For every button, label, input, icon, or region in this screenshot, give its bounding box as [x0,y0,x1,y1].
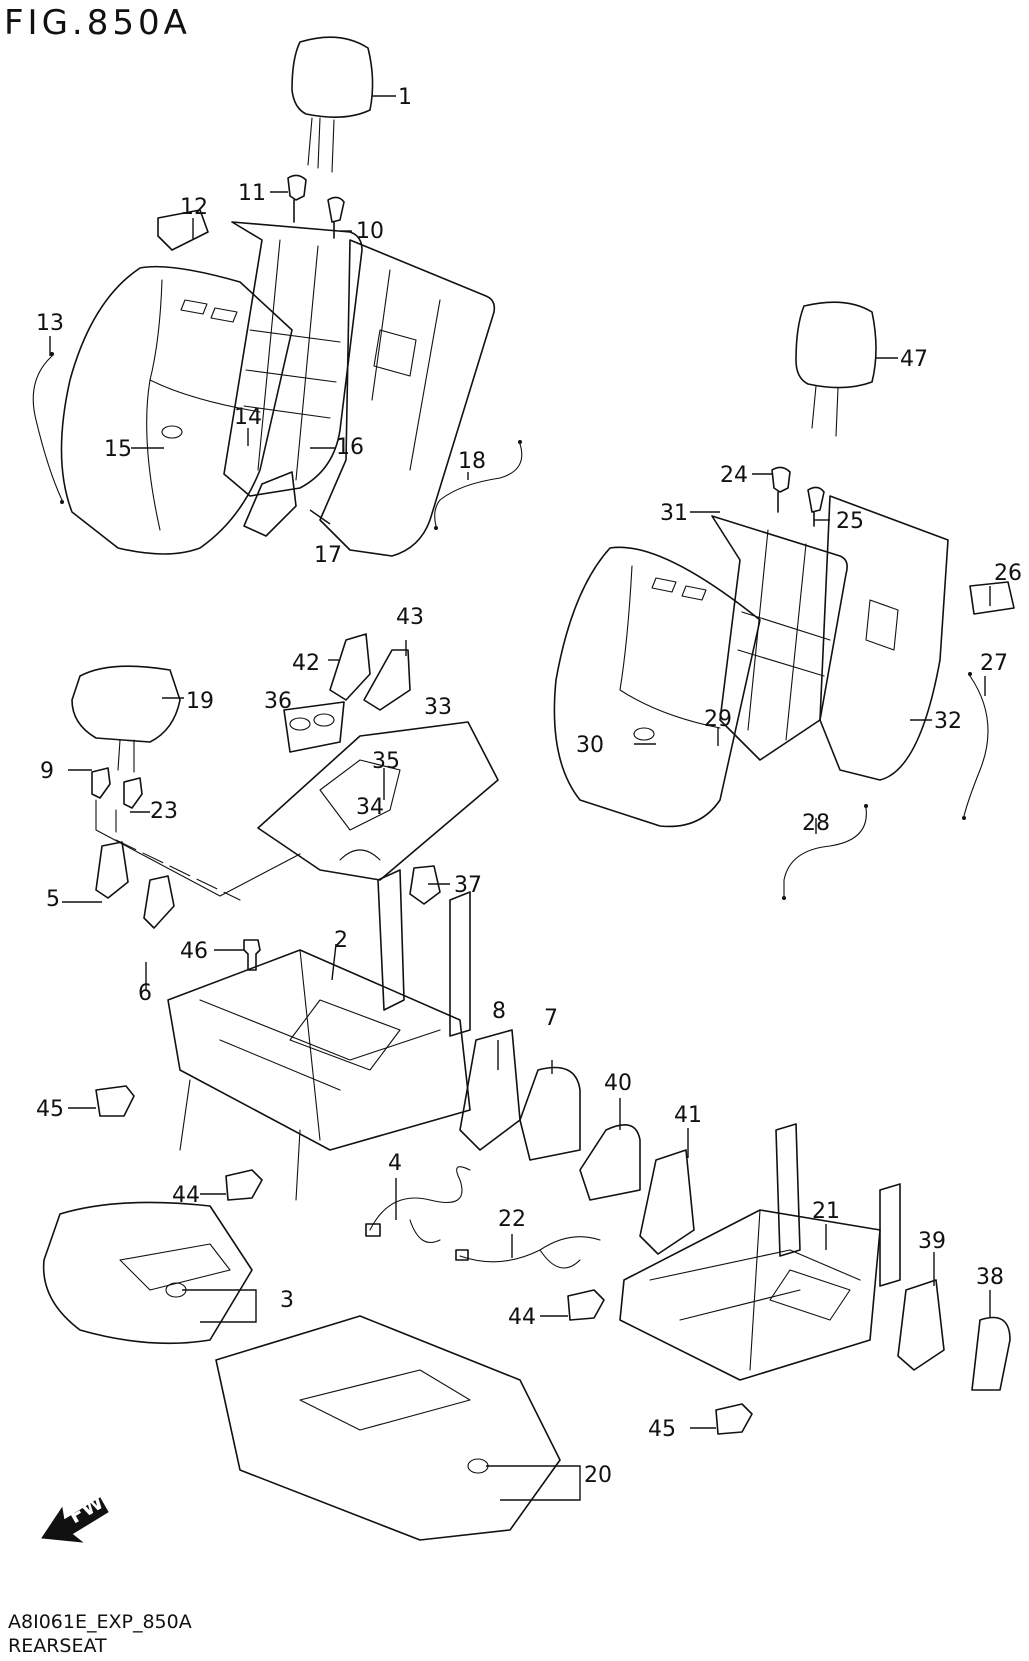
callout-24: 24 [720,463,748,488]
cupholder-36-drawing [283,701,345,753]
bolt-46-drawing [243,939,261,971]
caps-44-45-left [95,1085,263,1201]
harness-4-22-drawing [365,1166,601,1269]
callout-34: 34 [356,795,384,820]
callout-4: 4 [388,1151,402,1176]
callout-8: 8 [492,999,506,1024]
caps-44-45-right [567,1289,753,1435]
callout-26: 26 [994,561,1022,586]
callout-6: 6 [138,981,152,1006]
callout-11: 11 [238,181,266,206]
callout-35: 35 [372,749,400,774]
callout-41: 41 [674,1103,702,1128]
callout-43: 43 [396,605,424,630]
seatback-right-cover [553,546,761,828]
leader-lines [49,95,991,1501]
callout-38: 38 [976,1265,1004,1290]
clip-37-drawing [409,865,441,905]
callout-45-right: 45 [648,1417,676,1442]
callout-14: 14 [234,405,262,430]
callout-28: 28 [802,811,830,836]
callout-19: 19 [186,689,214,714]
callout-18: 18 [458,449,486,474]
wire-18-drawing [434,440,523,530]
headrest-1-drawing [291,36,374,173]
callout-32: 32 [934,709,962,734]
callout-44-right: 44 [508,1305,536,1330]
callout-36: 36 [264,689,292,714]
callout-labels: 1 2 3 4 5 6 7 8 9 10 11 12 13 14 15 16 1… [36,85,1022,1488]
armrest-33-drawing [257,721,499,881]
headrest-guides-24-25 [771,466,825,527]
headrest-19-drawing [71,665,181,773]
small-parts-5-6-drawing [95,841,175,929]
seatback-right-board [819,495,1015,781]
callout-37: 37 [454,873,482,898]
callout-25: 25 [836,509,864,534]
callout-22: 22 [498,1207,526,1232]
callout-30: 30 [576,733,604,758]
callout-20: 20 [584,1463,612,1488]
brackets-38-39-40-41 [579,1124,1011,1391]
callout-1: 1 [398,85,412,110]
callout-27: 27 [980,651,1008,676]
callout-33: 33 [424,695,452,720]
callout-16: 16 [336,435,364,460]
callout-9: 9 [40,759,54,784]
seat-frame-2-drawing [167,869,471,1201]
brackets-42-43-drawing [329,633,411,711]
callout-12: 12 [180,195,208,220]
fwd-arrow: FWD [41,1481,122,1543]
callout-47: 47 [900,347,928,372]
callout-23: 23 [150,799,178,824]
cushion-20-drawing [215,1315,561,1541]
callout-44-left: 44 [172,1183,200,1208]
callout-29: 29 [704,707,732,732]
seatback-frame-drawing [223,221,363,537]
callout-40: 40 [604,1071,632,1096]
wire-13-drawing [32,352,64,504]
callout-3: 3 [280,1288,294,1313]
seat-frame-21-drawing [619,1123,901,1381]
figure-title: FIG.850A [4,3,191,43]
seatback-cover-drawing [60,209,293,555]
wire-28-drawing [782,804,868,900]
callout-21: 21 [812,1199,840,1224]
callout-42: 42 [292,651,320,676]
seatback-board-drawing [319,239,496,557]
wire-27-drawing [962,672,989,820]
drawing-caption: REARSEAT [8,1635,107,1657]
callout-46: 46 [180,939,208,964]
callout-10: 10 [356,219,384,244]
callout-7: 7 [544,1006,558,1031]
guides-9-23-drawing [91,767,301,901]
seatback-right-frame [711,515,848,761]
callout-39: 39 [918,1229,946,1254]
callout-5: 5 [46,887,60,912]
covers-7-8-drawing [459,1029,581,1161]
callout-2: 2 [334,928,348,953]
callout-17: 17 [314,543,342,568]
headrest-guides-10-11 [287,174,345,239]
callout-45-left: 45 [36,1097,64,1122]
drawing-code: A8I061E_EXP_850A [8,1611,192,1633]
callout-13: 13 [36,311,64,336]
callout-15: 15 [104,437,132,462]
headrest-47-drawing [795,301,877,437]
callout-31: 31 [660,501,688,526]
